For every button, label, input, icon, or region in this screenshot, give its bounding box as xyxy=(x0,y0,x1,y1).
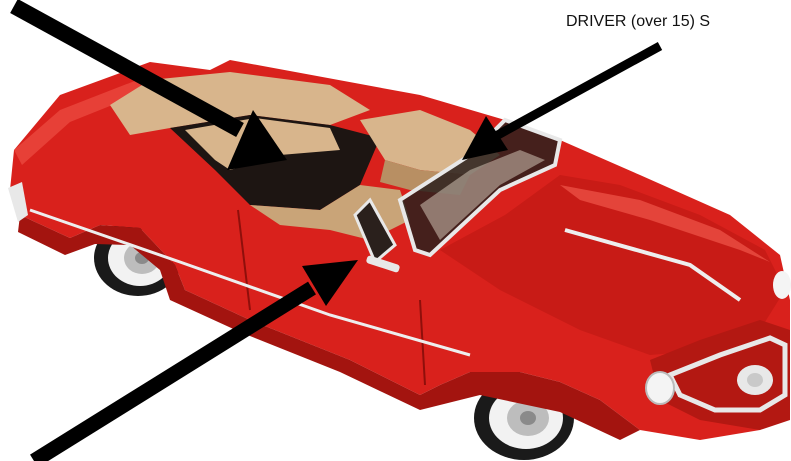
headlight-right xyxy=(773,271,791,299)
headlight xyxy=(646,372,674,404)
driver-label: DRIVER (over 15) S xyxy=(566,13,710,31)
